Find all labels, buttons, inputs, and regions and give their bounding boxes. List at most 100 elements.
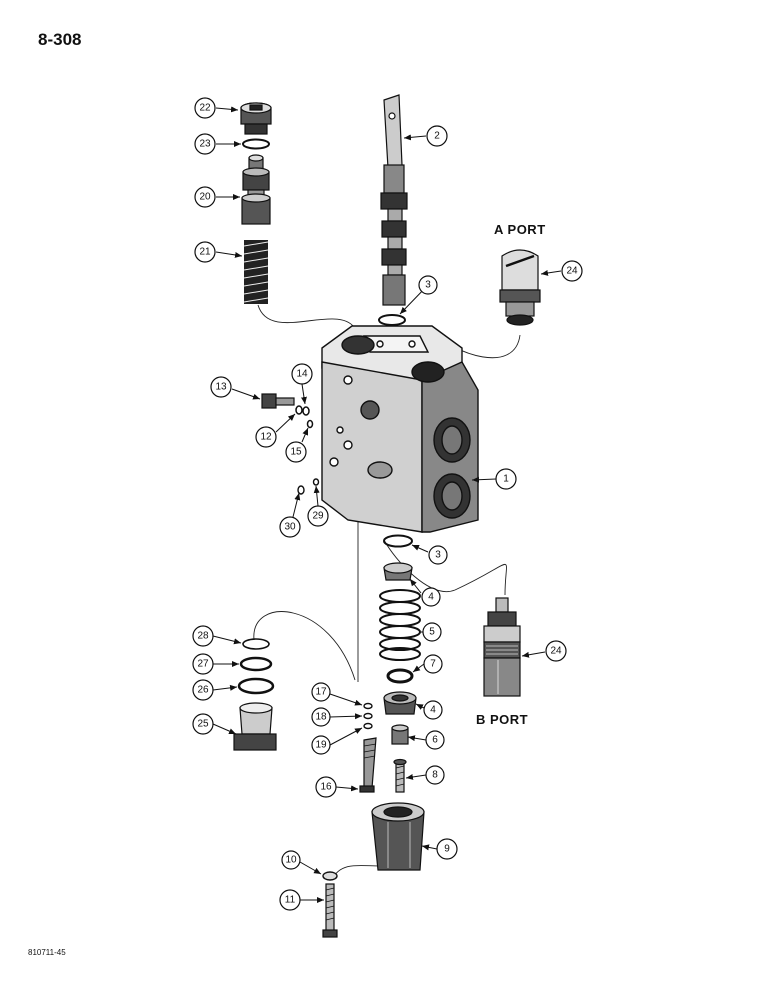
valve-body-1 bbox=[321, 325, 479, 533]
b-port-label: B PORT bbox=[476, 712, 529, 727]
screw-16 bbox=[359, 737, 377, 793]
callout-17: 17 bbox=[311, 682, 331, 702]
poppet-20 bbox=[241, 154, 271, 225]
bolt-11 bbox=[322, 883, 338, 938]
svg-text:3: 3 bbox=[425, 280, 431, 291]
callout-29: 29 bbox=[307, 505, 329, 527]
spring-21 bbox=[243, 240, 269, 304]
svg-text:2: 2 bbox=[434, 131, 440, 142]
callout-5: 5 bbox=[422, 622, 442, 642]
o-ring-23 bbox=[242, 138, 270, 150]
svg-text:24: 24 bbox=[550, 646, 562, 657]
svg-text:13: 13 bbox=[215, 382, 227, 393]
callout-24-a: 24 bbox=[561, 260, 583, 282]
a-port-label: A PORT bbox=[494, 222, 546, 237]
callout-26: 26 bbox=[192, 679, 214, 701]
svg-text:18: 18 bbox=[315, 712, 327, 723]
callout-3-upper: 3 bbox=[418, 275, 438, 295]
o-ring-12 bbox=[295, 405, 303, 415]
callout-4-lower: 4 bbox=[423, 700, 443, 720]
svg-text:14: 14 bbox=[296, 369, 308, 380]
washer-7 bbox=[386, 668, 414, 684]
o-ring-14 bbox=[302, 406, 310, 416]
o-ring-28 bbox=[242, 638, 270, 650]
svg-text:19: 19 bbox=[315, 740, 327, 751]
callout-19: 19 bbox=[311, 735, 331, 755]
seal-19 bbox=[363, 722, 373, 730]
svg-text:27: 27 bbox=[197, 659, 209, 670]
o-ring-15 bbox=[306, 419, 314, 429]
plug-25 bbox=[233, 702, 277, 751]
svg-text:5: 5 bbox=[429, 627, 435, 638]
cap-4-upper bbox=[383, 562, 413, 581]
svg-text:21: 21 bbox=[199, 247, 211, 258]
callout-6: 6 bbox=[425, 730, 445, 750]
svg-text:15: 15 bbox=[290, 447, 302, 458]
svg-text:20: 20 bbox=[199, 192, 211, 203]
page-number: 8-308 bbox=[38, 30, 82, 49]
spool-2 bbox=[380, 94, 408, 306]
svg-text:9: 9 bbox=[444, 844, 450, 855]
callout-9: 9 bbox=[436, 838, 458, 860]
callout-3-lower: 3 bbox=[428, 545, 448, 565]
svg-text:25: 25 bbox=[197, 719, 209, 730]
relief-cartridge-24-b bbox=[483, 597, 521, 697]
callout-28: 28 bbox=[192, 625, 214, 647]
svg-text:29: 29 bbox=[312, 511, 324, 522]
callout-4-upper: 4 bbox=[421, 587, 441, 607]
o-ring-3-lower bbox=[383, 534, 413, 548]
callout-16: 16 bbox=[315, 776, 337, 798]
callout-10: 10 bbox=[281, 850, 301, 870]
svg-text:1: 1 bbox=[503, 474, 509, 485]
svg-text:4: 4 bbox=[430, 705, 436, 716]
svg-text:11: 11 bbox=[285, 895, 296, 906]
svg-text:3: 3 bbox=[435, 550, 441, 561]
washer-10 bbox=[322, 871, 338, 881]
callout-20: 20 bbox=[194, 186, 216, 208]
callout-15: 15 bbox=[285, 441, 307, 463]
spring-5 bbox=[379, 589, 421, 661]
svg-text:8: 8 bbox=[432, 770, 438, 781]
callout-23: 23 bbox=[194, 133, 216, 155]
seal-29 bbox=[312, 478, 320, 486]
callout-14: 14 bbox=[291, 363, 313, 385]
plug-22 bbox=[240, 102, 272, 135]
svg-text:17: 17 bbox=[315, 687, 327, 698]
leader-lines bbox=[212, 106, 562, 903]
svg-text:6: 6 bbox=[432, 735, 438, 746]
svg-text:28: 28 bbox=[197, 631, 209, 642]
callout-27: 27 bbox=[192, 653, 214, 675]
svg-text:16: 16 bbox=[320, 782, 332, 793]
seal-17 bbox=[363, 702, 373, 710]
seat-4-lower bbox=[383, 691, 417, 715]
seal-30 bbox=[297, 485, 305, 495]
callout-12: 12 bbox=[255, 426, 277, 448]
callout-1: 1 bbox=[495, 468, 517, 490]
o-ring-27 bbox=[239, 656, 273, 672]
svg-text:23: 23 bbox=[199, 139, 211, 150]
svg-text:24: 24 bbox=[566, 266, 578, 277]
bushing-6 bbox=[391, 724, 409, 745]
o-ring-26 bbox=[237, 677, 275, 695]
footer-code: 810711-45 bbox=[28, 948, 66, 957]
callout-8: 8 bbox=[425, 765, 445, 785]
callout-11: 11 bbox=[279, 889, 301, 911]
relief-cartridge-24-a bbox=[499, 249, 541, 326]
callout-2: 2 bbox=[426, 125, 448, 147]
svg-text:10: 10 bbox=[285, 855, 297, 866]
callout-30: 30 bbox=[279, 516, 301, 538]
seal-18 bbox=[363, 712, 373, 720]
callout-22: 22 bbox=[194, 97, 216, 119]
svg-text:22: 22 bbox=[199, 103, 211, 114]
callout-24-b: 24 bbox=[545, 640, 567, 662]
svg-text:12: 12 bbox=[260, 432, 272, 443]
svg-text:26: 26 bbox=[197, 685, 209, 696]
callout-21: 21 bbox=[194, 241, 216, 263]
check-plug-13 bbox=[261, 393, 295, 409]
callout-7: 7 bbox=[423, 654, 443, 674]
svg-text:4: 4 bbox=[428, 592, 434, 603]
svg-text:7: 7 bbox=[430, 659, 436, 670]
o-ring-3-upper bbox=[378, 314, 406, 326]
callout-18: 18 bbox=[311, 707, 331, 727]
